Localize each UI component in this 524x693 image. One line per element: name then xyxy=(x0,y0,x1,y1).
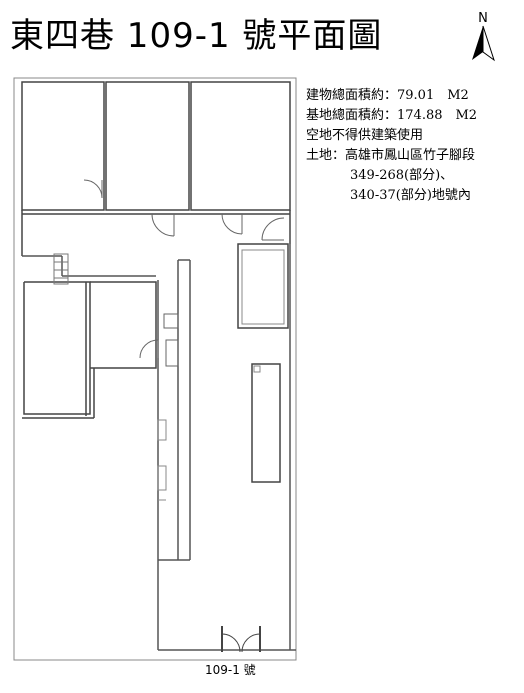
land-label-text: 土地：高雄市鳳山區竹子腳段 xyxy=(306,148,476,163)
page-title: 東四巷 109-1 號平面圖 xyxy=(10,16,383,56)
info-panel: 建物總面積約：79.01 M2 基地總面積約：174.88 M2 空地不得供建築… xyxy=(306,86,520,206)
entrance-door xyxy=(221,626,261,653)
north-label: N xyxy=(478,11,488,26)
building-area-text: 建物總面積約：79.01 M2 xyxy=(306,88,469,103)
lot-line1-text: 349-268(部分)、 xyxy=(350,168,454,183)
lot-line2-text: 340-37(部分)地號內 xyxy=(350,188,471,203)
entrance-label: 109-1 號 xyxy=(205,663,256,677)
north-arrow-icon: N xyxy=(472,11,495,62)
corridor-walls xyxy=(22,244,296,651)
top-rooms xyxy=(21,81,291,256)
vacant-note-text: 空地不得供建築使用 xyxy=(306,128,424,143)
land-area-text: 基地總面積約：174.88 M2 xyxy=(306,108,478,123)
kitchen-counter xyxy=(251,363,281,483)
door-swing-middle xyxy=(139,313,179,367)
site-boundary xyxy=(13,77,297,661)
fixtures xyxy=(157,419,167,501)
middle-small-room xyxy=(237,243,289,329)
left-annex xyxy=(22,281,157,419)
door-swing-top xyxy=(83,179,285,241)
stairs xyxy=(53,253,69,285)
